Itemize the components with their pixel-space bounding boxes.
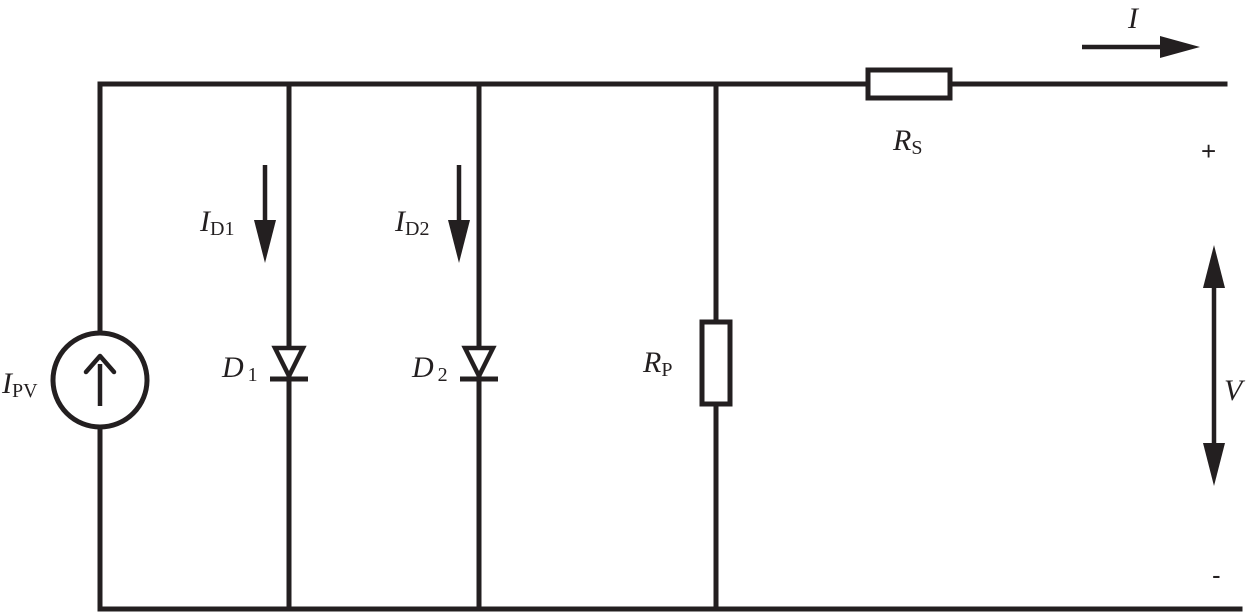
diode1-label-main: D [221,351,244,384]
plus-sign: + [1201,136,1216,166]
shunt-resistor-label: RP [642,346,672,381]
current-source [50,330,150,430]
output-current-label: I [1127,2,1140,35]
source-label-sub: PV [12,380,38,402]
id2-arrow-head [448,220,470,263]
shunt-resistor-label-main: R [642,346,661,379]
wires [97,81,1243,612]
diode1-label-sub: 1 [248,364,258,386]
id1-arrow-head [254,220,276,263]
voltage-arrow [1203,245,1225,486]
diode-d1-triangle [271,345,307,382]
output-current-arrow-head [1160,36,1200,58]
diode2-current-label-main: I [394,205,407,238]
voltage-arrow-head-down [1203,443,1225,486]
diode1-current-label-main: I [199,205,212,238]
diode2-label-sub: 2 [438,364,448,386]
id2-arrow [448,165,470,263]
diode-d1 [270,345,308,382]
minus-sign: - [1212,560,1221,590]
diode1-current-label-sub: D1 [210,218,234,240]
series-resistor-label-sub: S [911,137,922,159]
diode2-label-main: D [411,351,434,384]
diode-d2 [460,345,498,382]
output-current-arrow [1082,36,1200,58]
shunt-resistor-label-sub: P [661,359,672,381]
series-resistor-rs [865,67,953,101]
source-label: IPV [1,367,38,402]
diode-d2-triangle [461,345,497,382]
current-source-arrow-head [83,353,117,375]
series-resistor-label: RS [892,124,922,159]
diode2-current-label-sub: D2 [405,218,429,240]
voltage-arrow-head-up [1203,245,1225,288]
diode2-current-label: ID2 [394,205,429,240]
id1-arrow [254,165,276,263]
shunt-resistor-rp [699,319,733,407]
diode1-current-label: ID1 [199,205,234,240]
voltage-label: V [1224,374,1246,407]
series-resistor-label-main: R [892,124,911,157]
source-label-main: I [1,367,14,400]
